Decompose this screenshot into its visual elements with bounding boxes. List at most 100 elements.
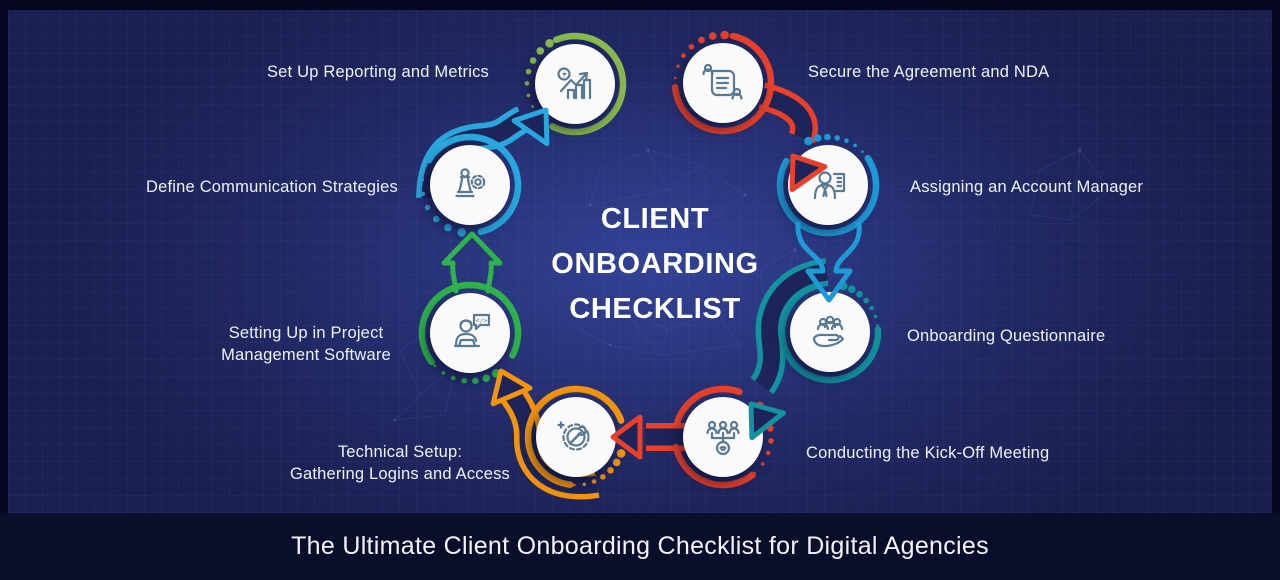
arrow-head (789, 153, 828, 193)
step-node (524, 32, 627, 136)
step-ring-dot (545, 39, 554, 48)
step-label-secure-agreement: Secure the Agreement and NDA (808, 63, 1050, 81)
step-ring (425, 133, 522, 236)
step-ring-dot (848, 285, 856, 294)
step-ring-dot (853, 143, 857, 148)
step-ring-dot (420, 177, 425, 182)
step-ring-dot (676, 64, 680, 69)
step-ring-dot (600, 474, 606, 480)
step-label-kickoff-meeting: Conducting the Kick-Off Meeting (806, 444, 1050, 462)
step-ring-dot (444, 223, 452, 232)
step-ring-dot (612, 458, 621, 467)
step-circle (790, 292, 870, 372)
step-ring-dot (698, 36, 705, 44)
step-ring-dot (768, 438, 774, 444)
step-ring-dot (873, 314, 878, 319)
step-label-communication: Define Communication Strategies (146, 178, 398, 196)
account-manager-icon (813, 171, 846, 200)
step-ring-dot (424, 164, 428, 167)
growth-chart-icon (557, 67, 592, 100)
step-ring-dot (433, 215, 440, 223)
step-label-technical-setup: Technical Setup: Gathering Logins and Ac… (289, 443, 511, 483)
step-ring-dot (607, 467, 614, 474)
step-ring-dot (813, 134, 822, 142)
step-ring-dot (525, 68, 532, 75)
step-ring-dot (420, 191, 426, 197)
step-ring (524, 385, 625, 488)
step-ring-dot (591, 479, 597, 484)
flow-arrow (750, 258, 830, 395)
step-ring (418, 281, 522, 366)
step-ring-dot (424, 204, 431, 211)
step-ring-dot (824, 133, 831, 141)
contract-scroll-icon (702, 63, 743, 100)
diagram-title: CLIENT ONBOARDING CHECKLIST (495, 197, 815, 332)
step-ring (549, 32, 627, 136)
arrow-head (490, 368, 533, 407)
step-ring (778, 283, 882, 384)
step-ring-dot (529, 57, 537, 64)
step-node (420, 133, 522, 237)
step-ring-dot (451, 375, 456, 381)
step-ring-dot (760, 462, 765, 466)
arrow-head (748, 401, 786, 441)
step-ring (776, 154, 880, 237)
step-node: </> (418, 281, 522, 385)
step-node (672, 385, 774, 489)
step-ring-dot (433, 364, 437, 368)
caption-text: The Ultimate Client Onboarding Checklist… (291, 532, 989, 560)
caption-band: The Ultimate Client Onboarding Checklist… (0, 513, 1280, 580)
step-label-account-manager: Assigning an Account Manager (910, 178, 1144, 196)
step-ring-dot (482, 374, 491, 383)
step-ring-dot (720, 30, 729, 40)
step-ring-dot (441, 371, 446, 375)
step-ring-dot (861, 150, 864, 153)
title-line: CHECKLIST (569, 293, 741, 325)
step-label-pm-software: Setting Up in Project Management Softwar… (221, 324, 391, 364)
step-ring-dot (844, 138, 849, 143)
step-ring-dot (531, 105, 534, 108)
step-ring-dot (834, 135, 840, 141)
step-ring-dot (766, 450, 771, 456)
step-label-reporting: Set Up Reporting and Metrics (266, 63, 489, 81)
step-node (778, 281, 882, 384)
developer-chat-icon: </> (453, 313, 491, 348)
hand-people-icon (812, 315, 845, 348)
gear-wrench-icon (557, 421, 590, 451)
step-ring-dot (616, 449, 626, 458)
arrow-head (610, 414, 643, 460)
step-ring-dot (876, 324, 879, 327)
step-ring-dot (708, 32, 717, 40)
step-ring-dot (688, 44, 695, 50)
title-line: ONBOARDING (551, 248, 759, 280)
step-ring-dot (674, 76, 677, 80)
step-ring-dot (472, 377, 479, 385)
flow-arrow (795, 221, 862, 303)
step-circle (430, 293, 510, 373)
meeting-team-icon (706, 420, 740, 456)
step-ring-dot (856, 290, 863, 298)
step-node (524, 385, 626, 488)
step-ring-dot (573, 483, 576, 487)
step-ring-dot (526, 93, 531, 98)
step-ring-dot (753, 471, 756, 475)
step-label-questionnaire: Onboarding Questionnaire (907, 327, 1106, 345)
step-ring (671, 32, 775, 135)
step-ring-dot (681, 53, 686, 58)
step-ring (673, 385, 743, 428)
svg-text:</>: </> (476, 317, 488, 325)
step-ring-dot (524, 81, 530, 86)
step-ring-dot (457, 228, 467, 237)
step-ring-dot (582, 482, 587, 487)
step-ring-dot (461, 377, 468, 384)
step-ring-dot (804, 136, 813, 146)
step-ring (672, 443, 756, 489)
plexus-dots (393, 148, 1082, 422)
arrow-head (511, 107, 550, 147)
title-line: CLIENT (600, 203, 710, 235)
flow-arrow (441, 231, 503, 294)
step-ring-dot (863, 297, 869, 304)
step-node (671, 30, 775, 135)
